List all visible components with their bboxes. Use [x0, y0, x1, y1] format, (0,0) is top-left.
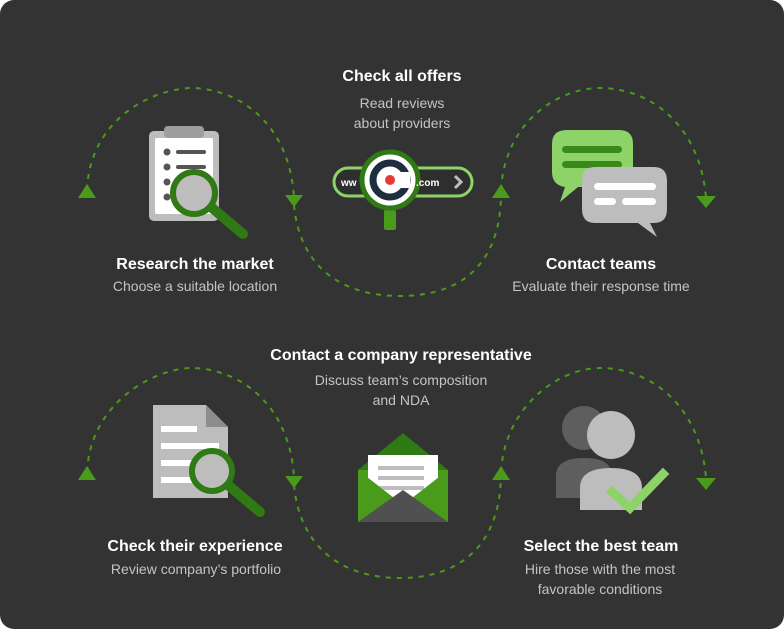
arrow-up-1 [78, 184, 96, 198]
step-research-subtitle: Choose a suitable location [112, 278, 278, 294]
arrow-up-3 [78, 466, 96, 480]
arrow-down-4 [696, 478, 716, 490]
step-select-title: Select the best team [523, 538, 679, 555]
checkmark-icon [605, 467, 670, 515]
arc-top-1 [86, 86, 295, 199]
url-bar-icon [332, 149, 474, 230]
step-contact-title: Contact teams [545, 256, 657, 273]
step-representative-subtitle-1: Discuss team’s composition [314, 372, 488, 388]
step-offers-subtitle-1: Read reviews [359, 95, 445, 111]
arrow-down-1 [285, 195, 303, 207]
connector-arcs [86, 86, 707, 580]
step-offers-subtitle-2: about providers [353, 115, 451, 131]
step-offers-title: Check all offers [342, 68, 462, 85]
arrow-up-2 [492, 184, 510, 198]
arrow-down-2 [696, 196, 716, 208]
arc-bot-2 [293, 474, 502, 580]
chat-bubbles-icon [552, 130, 667, 237]
arc-bot-3 [500, 366, 707, 479]
arrowheads [78, 184, 716, 490]
magnifier-icon-2 [189, 448, 265, 517]
people-icon [556, 406, 642, 510]
arc-top-3 [500, 86, 707, 199]
arc-top-2 [293, 194, 502, 298]
step-experience-title: Check their experience [107, 538, 283, 555]
step-contact-subtitle: Evaluate their response time [512, 278, 690, 294]
url-prefix: ww [340, 178, 357, 189]
step-research-title: Research the market [116, 256, 274, 273]
arrow-up-4 [492, 466, 510, 480]
step-representative-subtitle-2: and NDA [372, 392, 430, 408]
step-select-subtitle-2: favorable conditions [537, 581, 663, 597]
magnifier-icon [170, 169, 248, 239]
step-select-subtitle-1: Hire those with the most [524, 561, 676, 577]
step-representative-title: Contact a company representative [270, 347, 532, 364]
arc-bot-1 [86, 366, 295, 479]
url-suffix: .com [416, 178, 439, 189]
envelope-icon [358, 433, 448, 522]
arrow-down-3 [285, 476, 303, 488]
step-experience-subtitle: Review company’s portfolio [110, 561, 282, 577]
